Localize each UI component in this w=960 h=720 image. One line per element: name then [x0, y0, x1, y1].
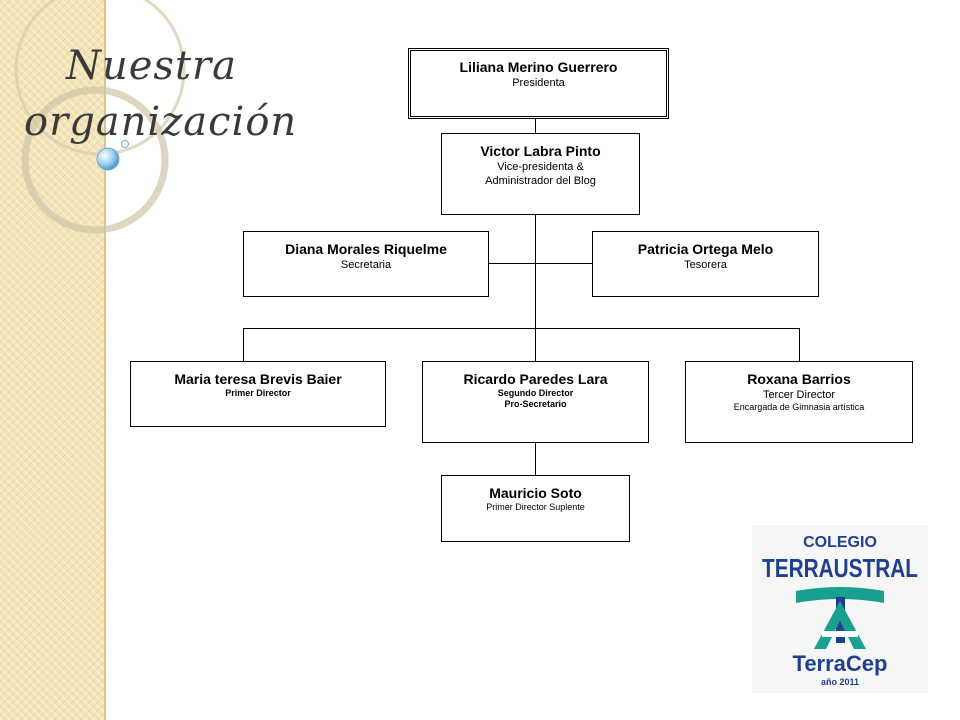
logo-line-4: año 2011	[821, 677, 859, 687]
logo-line-3: TerraCep	[793, 651, 888, 676]
org-box-director-1: Maria teresa Brevis Baier Primer Directo…	[130, 361, 386, 427]
treasurer-role: Tesorera	[684, 259, 727, 271]
title-line-1: Nuestra	[66, 43, 238, 89]
page-title: Nuestra organización	[24, 38, 298, 150]
logo-emblem-icon	[796, 587, 884, 649]
president-role: Presidenta	[512, 77, 565, 89]
director-2-role-line1: Segundo Director	[497, 388, 574, 398]
vice-president-name: Victor Labra Pinto	[480, 143, 601, 159]
director-2-name: Ricardo Paredes Lara	[463, 371, 608, 387]
org-box-treasurer: Patricia Ortega Melo Tesorera	[592, 231, 819, 297]
bubble-large-icon	[96, 147, 120, 171]
title-line-2: organización	[24, 99, 298, 145]
org-box-vice-president: Victor Labra Pinto Vice-presidenta & Adm…	[441, 133, 640, 215]
substitute-role: Primer Director Suplente	[486, 502, 585, 512]
logo-line-1: COLEGIO	[803, 534, 877, 551]
org-box-director-2: Ricardo Paredes Lara Segundo Director Pr…	[422, 361, 649, 443]
secretary-role: Secretaria	[340, 259, 392, 271]
vice-president-role-line1: Vice-presidenta &	[497, 161, 584, 173]
org-box-substitute-director: Mauricio Soto Primer Director Suplente	[441, 475, 630, 542]
decorative-side-band	[0, 0, 106, 720]
director-3-name: Roxana Barrios	[747, 371, 851, 387]
director-1-name: Maria teresa Brevis Baier	[174, 371, 342, 387]
secretary-name: Diana Morales Riquelme	[285, 241, 447, 257]
school-logo: COLEGIO TERRAUSTRAL TerraCep año 2011	[752, 525, 928, 693]
band-edge-line	[104, 0, 106, 720]
decorative-circles	[14, 0, 186, 234]
org-box-director-3: Roxana Barrios Tercer Director Encargada…	[685, 361, 913, 443]
substitute-name: Mauricio Soto	[489, 485, 582, 501]
president-name: Liliana Merino Guerrero	[459, 59, 618, 75]
vice-president-role-line2: Administrador del Blog	[485, 175, 596, 187]
director-3-role-line1: Tercer Director	[762, 389, 836, 401]
director-2-role-line2: Pro-Secretario	[504, 399, 567, 409]
bubble-small-icon	[121, 140, 129, 148]
logo-line-2: TERRAUSTRAL	[762, 553, 918, 583]
director-1-role: Primer Director	[225, 388, 291, 398]
director-3-role-line2: Encargada de Gimnasia artística	[733, 402, 865, 412]
treasurer-name: Patricia Ortega Melo	[637, 241, 774, 257]
org-box-secretary: Diana Morales Riquelme Secretaria	[243, 231, 489, 297]
org-box-president: Liliana Merino Guerrero Presidenta	[408, 48, 669, 119]
